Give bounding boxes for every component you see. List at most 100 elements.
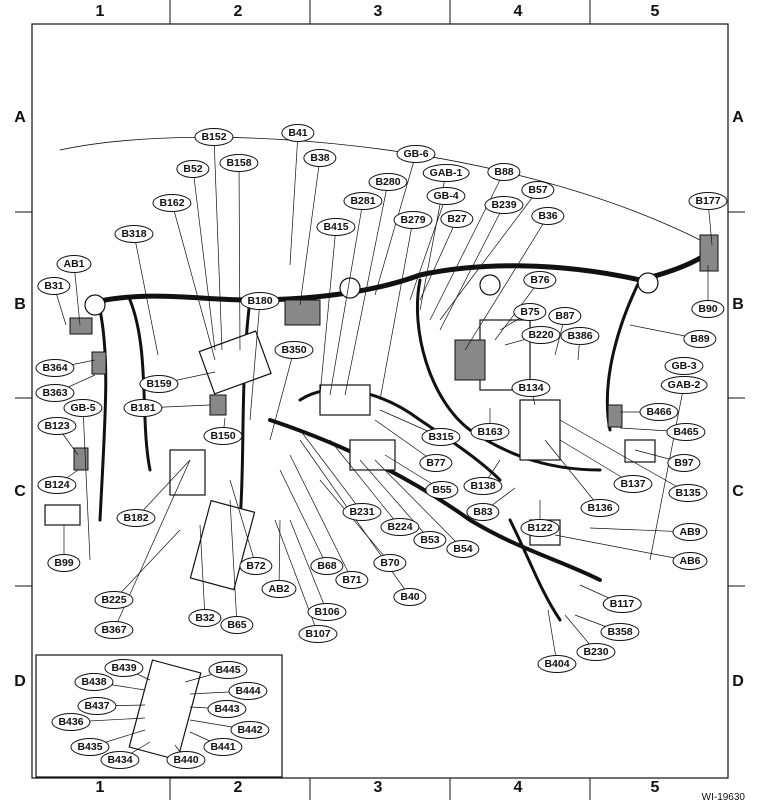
callout-b152: B152 — [194, 128, 234, 146]
row-label-A: A — [732, 109, 744, 126]
callout-b445: B445 — [208, 661, 248, 679]
leader-line — [554, 534, 691, 562]
grid-ticks — [15, 0, 745, 800]
callout-b97: B97 — [667, 454, 701, 472]
callout-b76: B76 — [523, 271, 557, 289]
leader-line — [249, 300, 261, 421]
row-label-C: C — [14, 483, 26, 500]
callout-gb-3: GB-3 — [664, 357, 704, 375]
row-label-B: B — [732, 296, 744, 313]
callout-b68: B68 — [310, 557, 344, 575]
frame — [31, 23, 729, 779]
callout-b77: B77 — [419, 454, 453, 472]
leader-line — [192, 168, 216, 351]
callout-b117: B117 — [602, 595, 642, 613]
callout-b53: B53 — [413, 531, 447, 549]
callout-b162: B162 — [152, 194, 192, 212]
column-label-3: 3 — [373, 3, 383, 20]
callout-b32: B32 — [188, 609, 222, 627]
row-label-B: B — [14, 296, 26, 313]
callout-b107: B107 — [298, 625, 338, 643]
callout-b230: B230 — [576, 643, 616, 661]
callout-b438: B438 — [74, 673, 114, 691]
callout-b465: B465 — [666, 423, 706, 441]
leader-line — [113, 529, 181, 601]
callout-b415: B415 — [316, 218, 356, 236]
column-label-1: 1 — [95, 779, 105, 796]
callout-b279: B279 — [393, 211, 433, 229]
callout-b358: B358 — [600, 623, 640, 641]
callout-b71: B71 — [335, 571, 369, 589]
leader-line — [269, 349, 295, 441]
callout-b231: B231 — [342, 503, 382, 521]
column-label-5: 5 — [650, 779, 660, 796]
callout-b350: B350 — [274, 341, 314, 359]
leader-line — [299, 157, 321, 306]
leader-line — [82, 407, 91, 561]
callout-b466: B466 — [639, 403, 679, 421]
leader-line — [299, 429, 363, 513]
leader-line — [464, 215, 549, 351]
leader-line — [229, 499, 238, 626]
callout-b57: B57 — [521, 181, 555, 199]
callout-b182: B182 — [116, 509, 156, 527]
leader-line — [135, 459, 191, 519]
callout-b41: B41 — [281, 124, 315, 142]
callout-ab9: AB9 — [672, 523, 708, 541]
callout-b367: B367 — [94, 621, 134, 639]
callout-b363: B363 — [35, 384, 75, 402]
leader-line — [344, 181, 389, 396]
leader-line — [289, 519, 328, 613]
callout-b225: B225 — [94, 591, 134, 609]
callout-b440: B440 — [166, 751, 206, 769]
callout-b404: B404 — [537, 655, 577, 673]
row-label-D: D — [14, 673, 26, 690]
leader-line — [374, 459, 464, 550]
callout-ab1: AB1 — [56, 255, 92, 273]
callout-b72: B72 — [239, 557, 273, 575]
callout-b224: B224 — [380, 518, 420, 536]
column-label-3: 3 — [373, 779, 383, 796]
column-label-4: 4 — [513, 779, 523, 796]
inset-frame — [35, 654, 283, 778]
callout-b106: B106 — [307, 603, 347, 621]
callout-b40: B40 — [393, 588, 427, 606]
leader-line — [213, 136, 223, 351]
leader-line — [199, 524, 206, 619]
column-label-1: 1 — [95, 3, 105, 20]
connectors — [44, 272, 659, 761]
row-label-D: D — [732, 673, 744, 690]
callout-b159: B159 — [139, 375, 179, 393]
column-label-4: 4 — [513, 3, 523, 20]
leader-line — [544, 439, 601, 509]
leader-line — [439, 204, 505, 331]
column-label-5: 5 — [650, 3, 660, 20]
leader-line — [319, 479, 391, 564]
figure-id: WI-19630 — [701, 792, 745, 803]
callout-gab-2: GAB-2 — [660, 376, 708, 394]
leader-line — [278, 519, 281, 590]
callout-b386: B386 — [560, 327, 600, 345]
callout-b239: B239 — [484, 196, 524, 214]
callout-b70: B70 — [373, 554, 407, 572]
callout-b150: B150 — [203, 427, 243, 445]
callout-b180: B180 — [240, 292, 280, 310]
row-label-A: A — [14, 109, 26, 126]
leader-line — [238, 162, 241, 351]
callout-b135: B135 — [668, 484, 708, 502]
leader-line — [409, 195, 447, 301]
callout-b315: B315 — [421, 428, 461, 446]
callout-b158: B158 — [219, 154, 259, 172]
callout-b442: B442 — [230, 721, 270, 739]
callout-b122: B122 — [520, 519, 560, 537]
callout-b87: B87 — [548, 307, 582, 325]
leader-line — [133, 233, 159, 356]
callout-b181: B181 — [123, 399, 163, 417]
callout-b443: B443 — [207, 700, 247, 718]
callout-gb-4: GB-4 — [426, 187, 466, 205]
callout-b75: B75 — [513, 303, 547, 321]
callout-b99: B99 — [47, 554, 81, 572]
leader-line — [319, 226, 337, 396]
callout-b89: B89 — [683, 330, 717, 348]
leader-line — [419, 218, 458, 301]
